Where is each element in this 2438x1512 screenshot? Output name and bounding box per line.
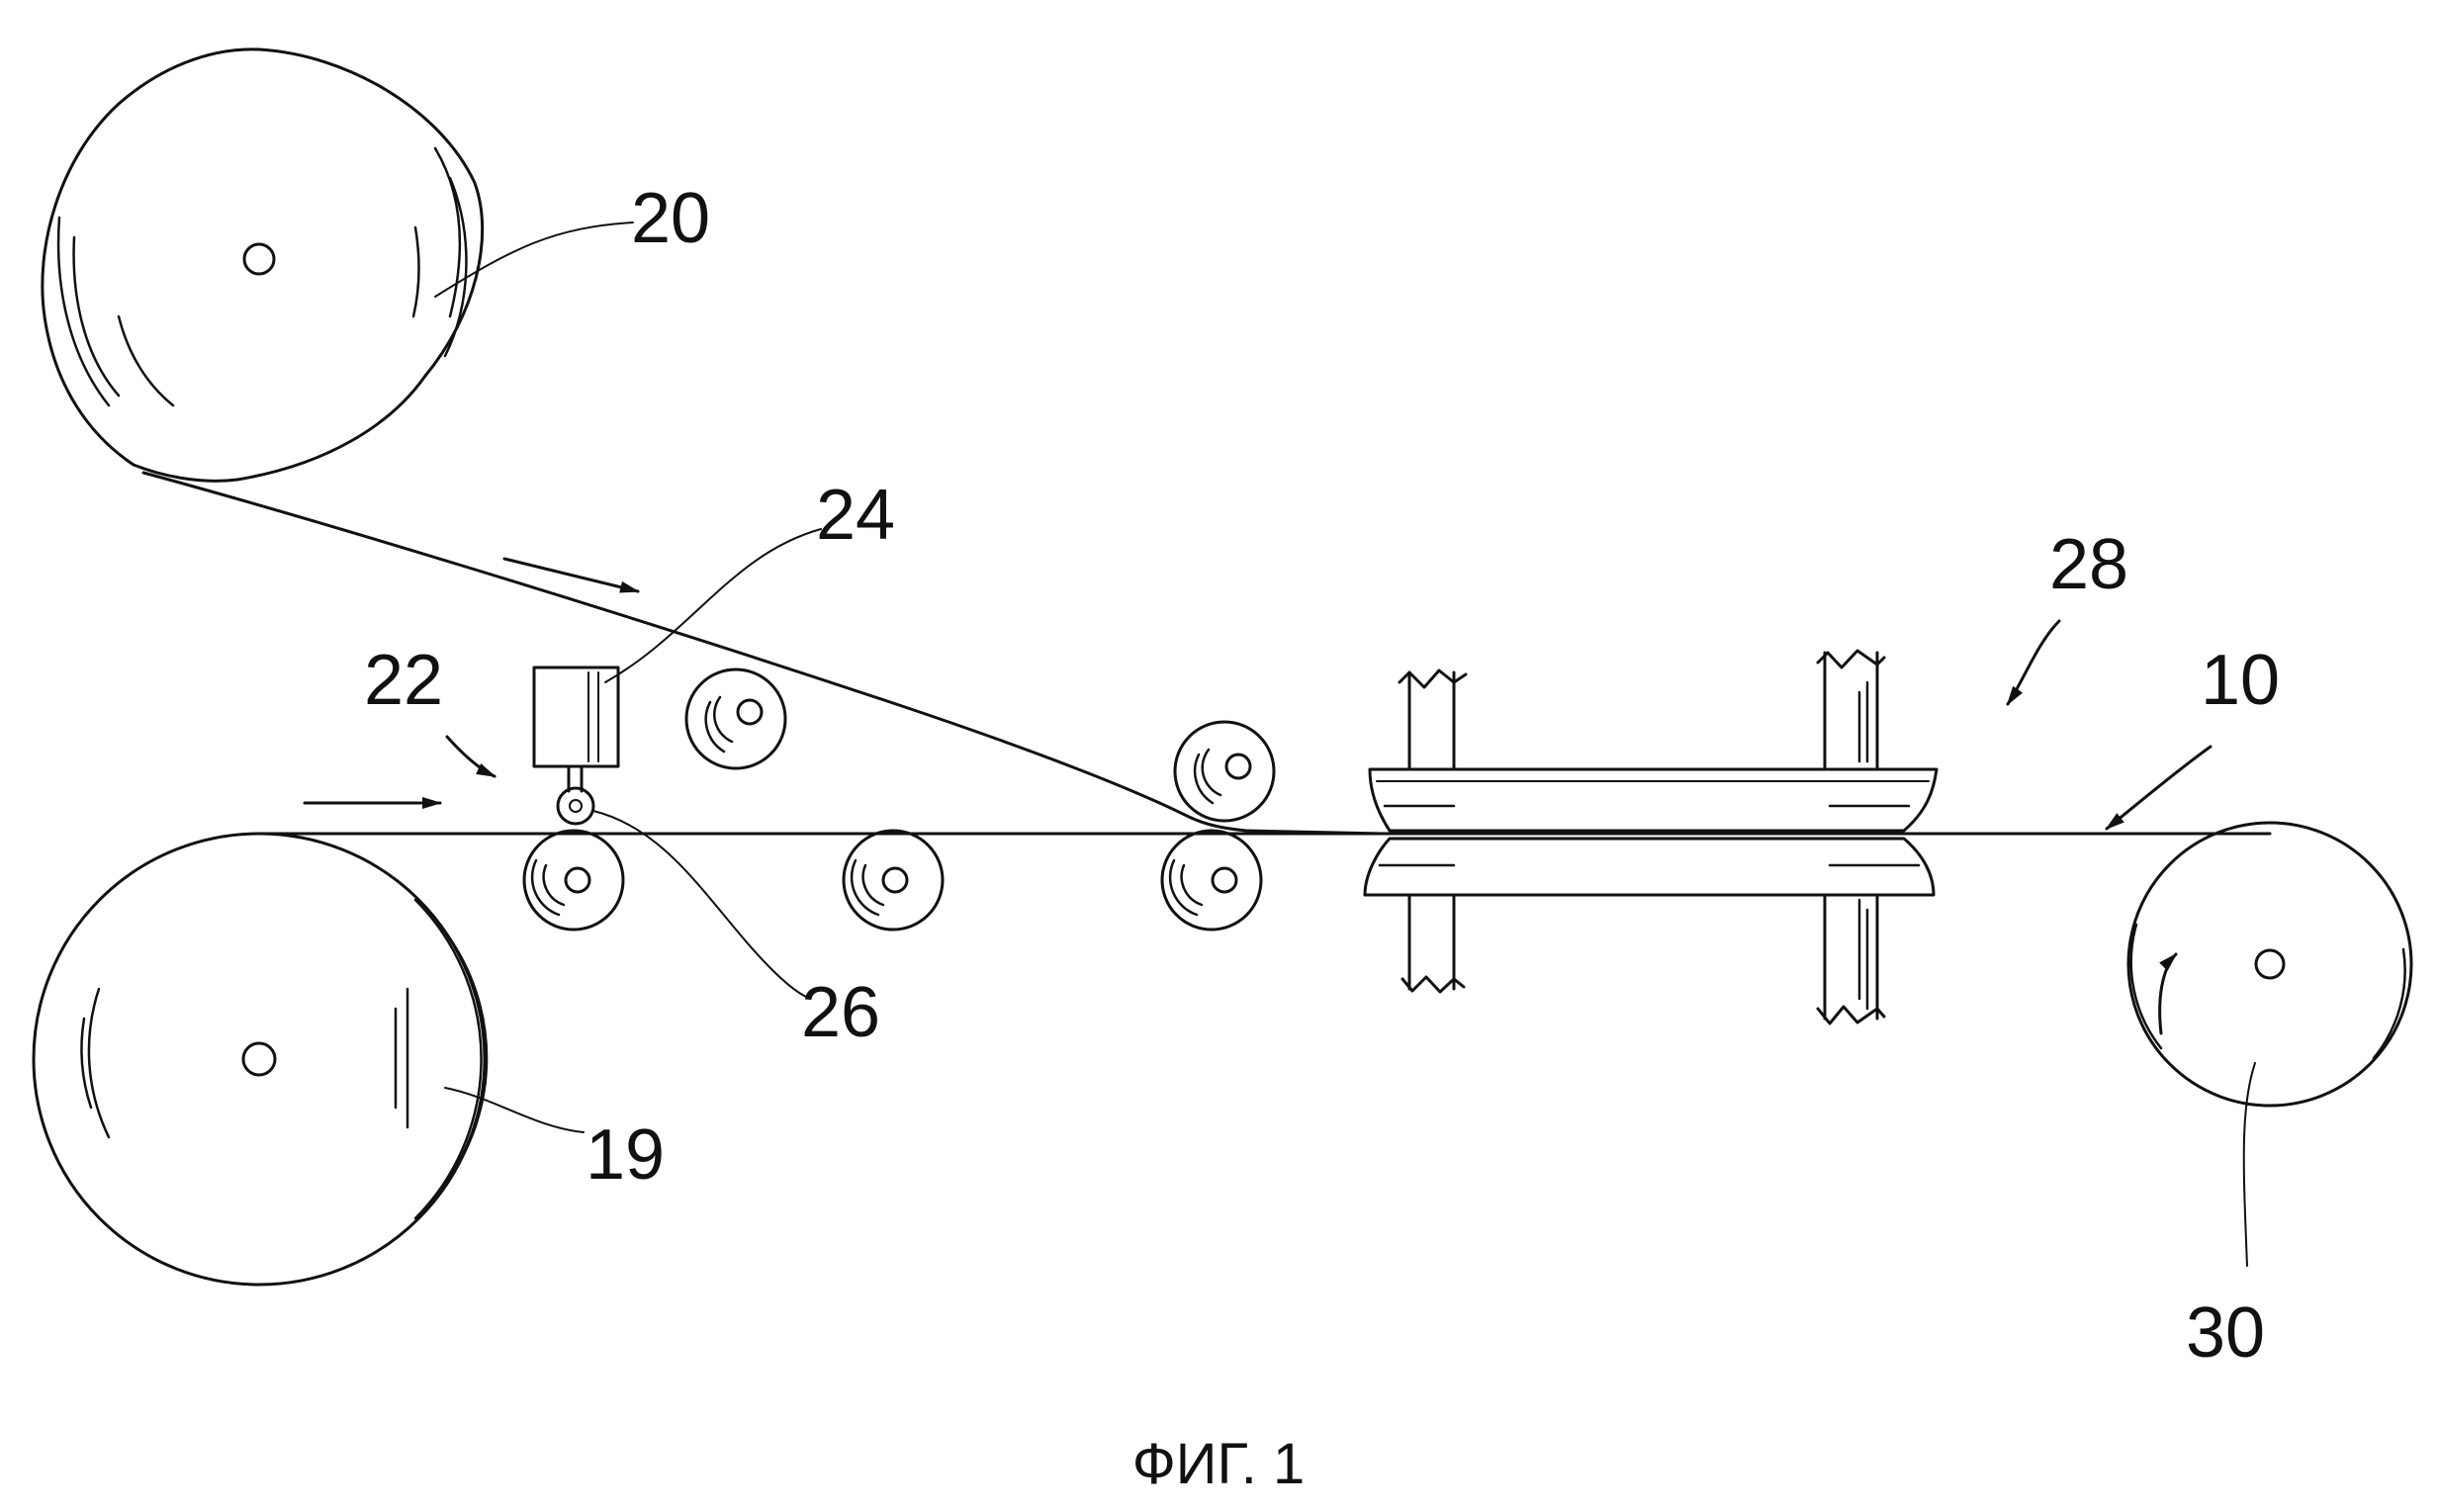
applicator-wheel-26: [558, 788, 593, 824]
guide-roller-upper-2: [1175, 722, 1274, 821]
lower-supply-roll: [34, 834, 487, 1285]
lower-roll-hub: [243, 1043, 275, 1075]
guide-roller-upper-1: [686, 669, 785, 768]
leader-26: [593, 811, 806, 997]
ref-22: 22: [364, 641, 443, 720]
leader-28: [2008, 621, 2059, 704]
rotation-arrow: [2160, 954, 2176, 1033]
guide-roller-lower-3: [1162, 831, 1261, 930]
leader-30: [2244, 1063, 2255, 1266]
ref-30: 30: [2186, 1293, 2265, 1373]
applicator-24: [534, 667, 618, 824]
ref-10: 10: [2201, 641, 2280, 720]
leader-10: [2107, 747, 2211, 829]
leader-24: [605, 529, 821, 682]
ref-28: 28: [2049, 525, 2128, 604]
ref-24: 24: [816, 476, 895, 555]
ref-19: 19: [586, 1115, 665, 1195]
upper-supply-roll: [43, 49, 483, 481]
leader-19: [445, 1088, 584, 1132]
figure-caption: ФИГ. 1: [1132, 1432, 1306, 1496]
guide-roller-lower-2: [844, 831, 943, 930]
take-up-roll-hub: [2256, 950, 2284, 978]
take-up-roll: [2128, 823, 2411, 1106]
guide-roller-lower-1: [524, 831, 623, 930]
upper-strip: [143, 473, 1385, 834]
upper-roll-hub: [244, 244, 274, 274]
press-unit-28: [1365, 651, 1937, 1023]
leader-22: [447, 737, 495, 776]
upper-flow-arrow: [504, 559, 638, 591]
ref-26: 26: [801, 973, 880, 1052]
ref-20: 20: [631, 179, 710, 258]
